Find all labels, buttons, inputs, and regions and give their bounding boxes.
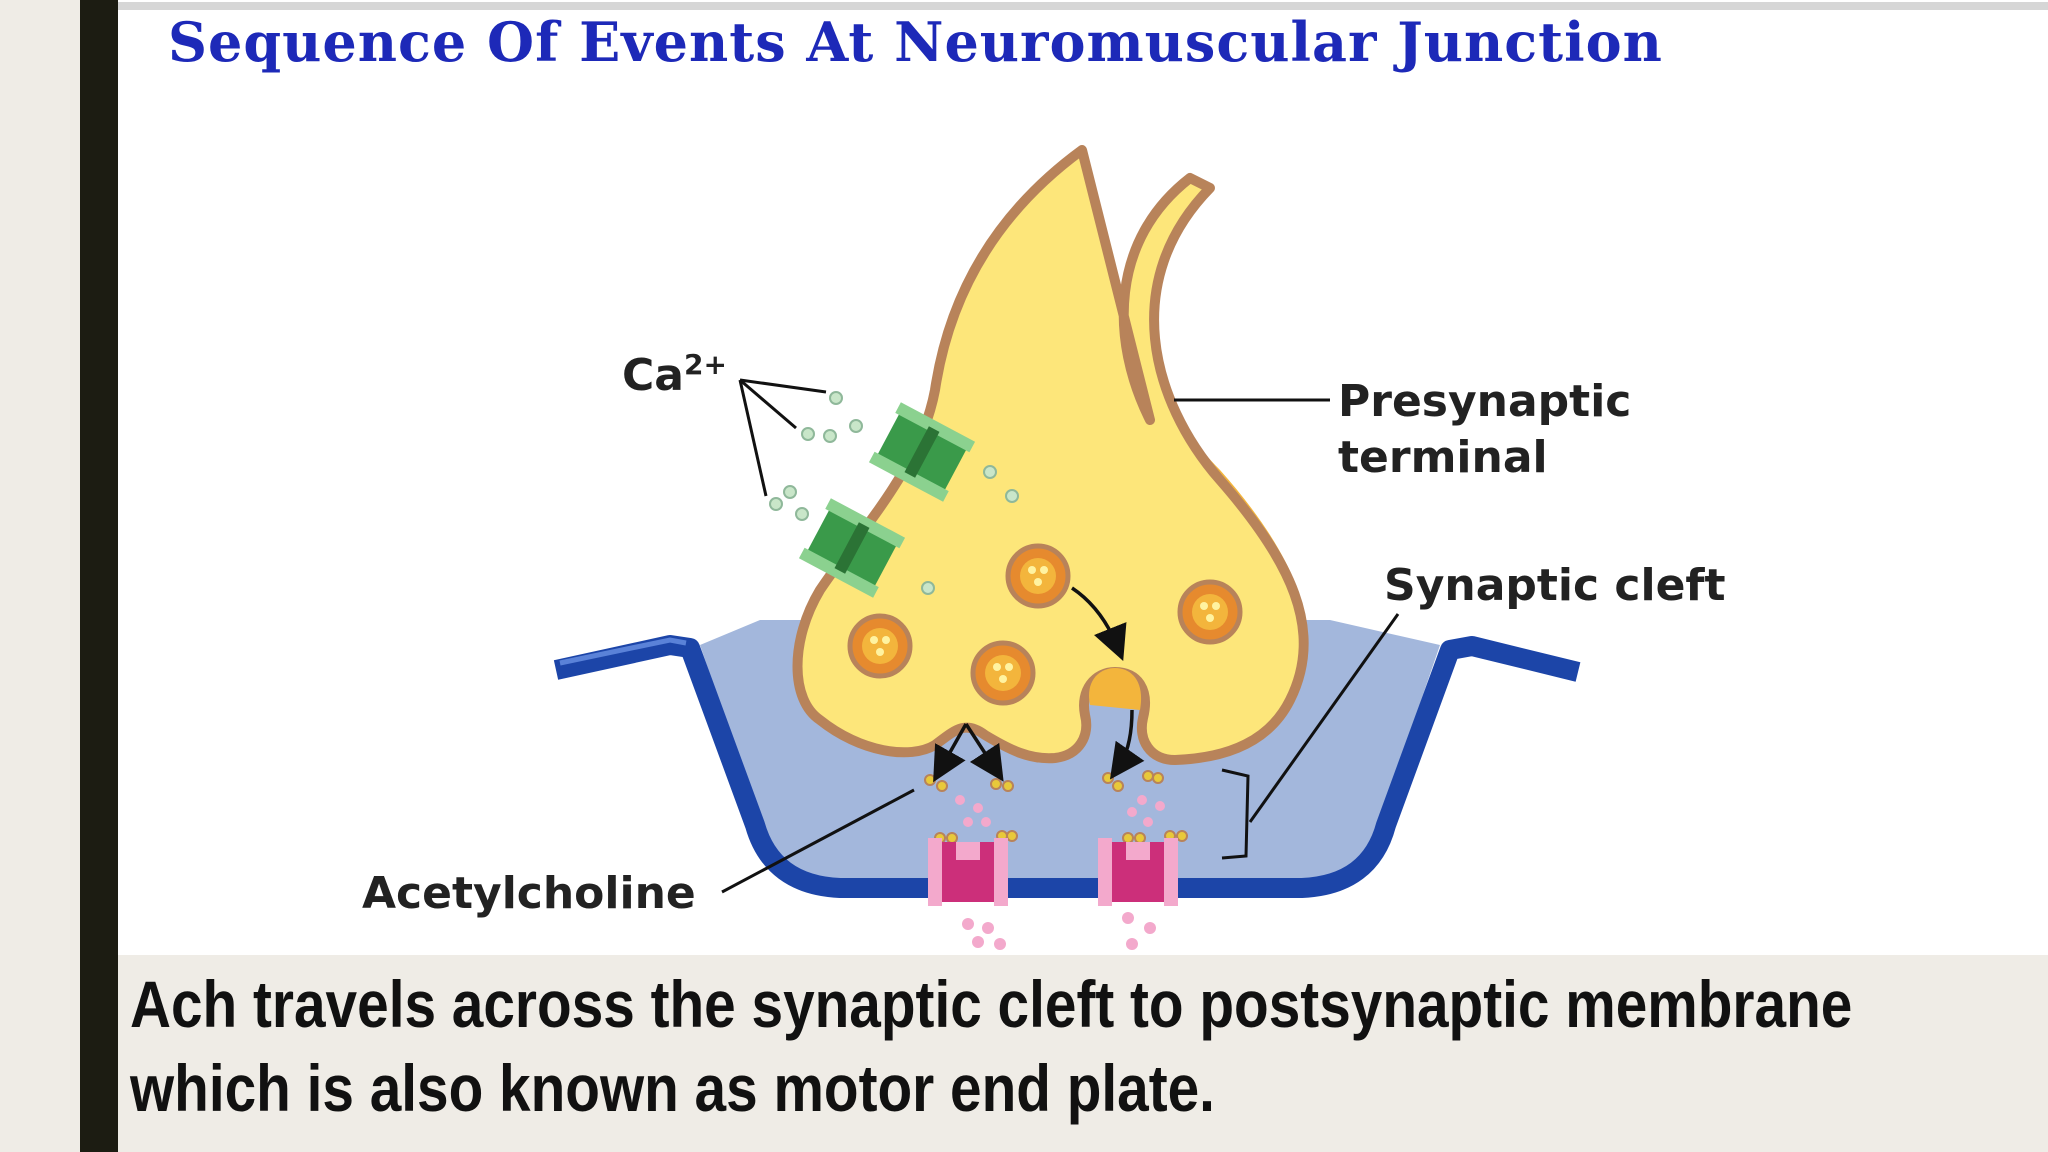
top-rule <box>118 2 2048 10</box>
slide-caption: Ach travels across the synaptic cleft to… <box>130 967 1853 1125</box>
postsynaptic-membrane <box>553 635 1581 898</box>
synaptic-vesicles <box>847 543 1243 706</box>
calcium-channels <box>798 402 976 598</box>
ach-release-arrow <box>933 723 968 783</box>
fusing-vesicle <box>1089 668 1142 710</box>
acetylcholine-label: Acetylcholine <box>362 868 696 919</box>
acetylcholine-receptors <box>928 838 1178 906</box>
calcium-ions <box>769 391 1019 595</box>
presynaptic-terminal-label-line1: Presynaptic <box>1338 376 1631 427</box>
calcium-label: Ca2+ <box>622 348 727 401</box>
slide-title: Sequence Of Events At Neuromuscular Junc… <box>168 10 1663 74</box>
left-accent-bar <box>80 0 118 1152</box>
label-leader-lines <box>721 378 1400 894</box>
process-arrows <box>933 586 1145 783</box>
presynaptic-terminal-label-line2: terminal <box>1338 432 1548 483</box>
ach-release-arrow <box>964 723 1004 782</box>
postsynaptic-membrane-highlight <box>559 637 687 666</box>
ach-release-arrow <box>1109 709 1145 780</box>
synaptic-cleft-label: Synaptic cleft <box>1384 560 1726 611</box>
vesicle-movement-arrow <box>1071 586 1127 661</box>
